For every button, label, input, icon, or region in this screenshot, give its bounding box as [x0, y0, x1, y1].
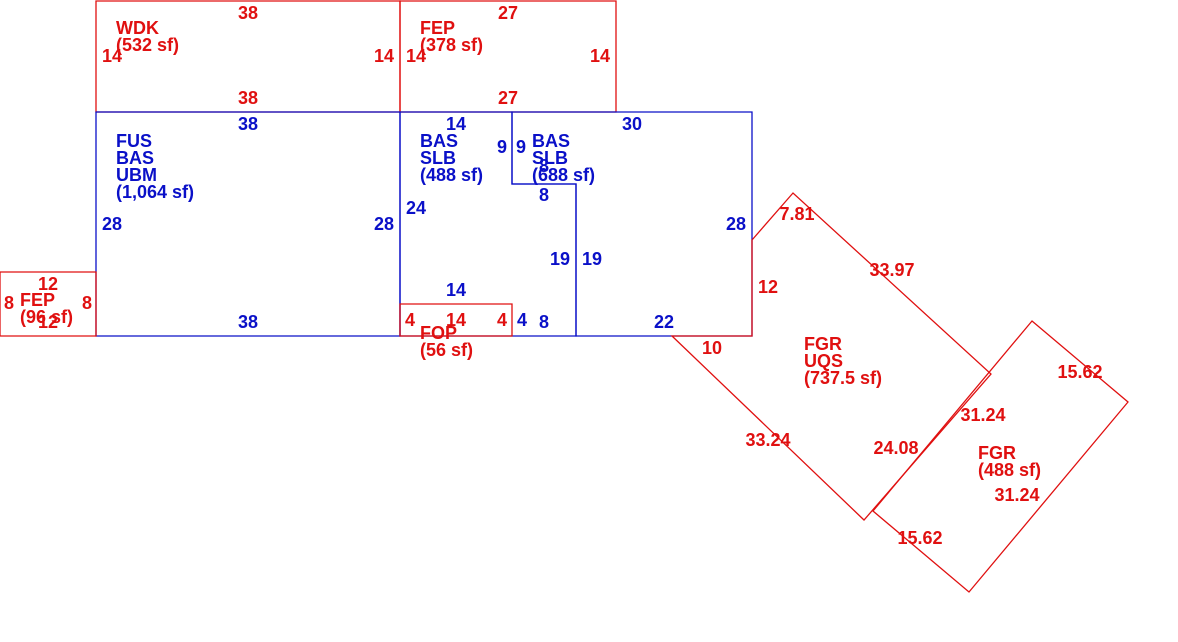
- area-label-line: SLB: [420, 148, 456, 168]
- area-label-line: (378 sf): [420, 35, 483, 55]
- dimension-label: 8: [539, 185, 549, 205]
- area-label-line: BAS: [116, 148, 154, 168]
- dimension-label: 24: [406, 198, 426, 218]
- area-label-line: FEP: [20, 290, 55, 310]
- area-label-fep1: FEP(378 sf): [420, 18, 483, 55]
- area-label-fop: FOP(56 sf): [420, 323, 473, 360]
- dimension-label: 15.62: [897, 528, 942, 548]
- area-label-line: BAS: [532, 131, 570, 151]
- dimension-label: 7.81: [779, 204, 814, 224]
- dimension-label: 38: [238, 114, 258, 134]
- dimension-label: 28: [102, 214, 122, 234]
- dimension-label: 14: [446, 310, 466, 330]
- dimension-label: 38: [238, 312, 258, 332]
- dimension-labels: 38 14 14 38 27 14 14 27 38 28 28 38 14 9 24 14 19 9 30 8 8 28…: [4, 3, 1103, 548]
- dimension-label: 4: [405, 310, 415, 330]
- area-label-line: FEP: [420, 18, 455, 38]
- area-label-line: WDK: [116, 18, 159, 38]
- dimension-label: 12: [758, 277, 778, 297]
- dimension-label: 8: [4, 293, 14, 313]
- dimension-label: 27: [498, 88, 518, 108]
- area-label-wdk: WDK(532 sf): [116, 18, 179, 55]
- dimension-label: 8: [539, 312, 549, 332]
- dimension-label: 15.62: [1057, 362, 1102, 382]
- dimension-label: 9: [516, 137, 526, 157]
- area-label-line: FUS: [116, 131, 152, 151]
- dimension-label: 38: [238, 3, 258, 23]
- fop-outline: [399, 303, 513, 337]
- area-label-line: SLB: [532, 148, 568, 168]
- dimension-label: 33.97: [869, 260, 914, 280]
- dimension-label: 12: [38, 274, 58, 294]
- fgr2-outline: [872, 320, 1129, 593]
- area-label-line: (737.5 sf): [804, 368, 882, 388]
- dimension-label: 33.24: [745, 430, 790, 450]
- dimension-label: 27: [498, 3, 518, 23]
- bas2-outline: [511, 111, 753, 337]
- dimension-label: 8: [539, 156, 549, 176]
- dimension-label: 10: [702, 338, 722, 358]
- area-label-line: (56 sf): [420, 340, 473, 360]
- dimension-label: 31.24: [994, 485, 1039, 505]
- area-label-line: (688 sf): [532, 165, 595, 185]
- dimension-label: 31.24: [960, 405, 1005, 425]
- area-label-line: FGR: [978, 443, 1016, 463]
- area-label-line: BAS: [420, 131, 458, 151]
- area-outlines: [0, 0, 1129, 593]
- area-label-line: (532 sf): [116, 35, 179, 55]
- area-label-line: UQS: [804, 351, 843, 371]
- dimension-label: 12: [38, 312, 58, 332]
- dimension-label: 14: [446, 280, 466, 300]
- fep2-outline: [0, 271, 97, 337]
- area-label-fep2: FEP(96 sf): [20, 290, 73, 327]
- dimension-label: 14: [374, 46, 394, 66]
- dimension-label: 8: [82, 293, 92, 313]
- dimension-label: 14: [446, 114, 466, 134]
- area-label-line: (1,064 sf): [116, 182, 194, 202]
- dimension-label: 4: [497, 310, 507, 330]
- dimension-label: 19: [582, 249, 602, 269]
- area-label-line: FOP: [420, 323, 457, 343]
- dimension-label: 38: [238, 88, 258, 108]
- dimension-label: 9: [497, 137, 507, 157]
- area-label-fgr2: FGR(488 sf): [978, 443, 1041, 480]
- dimension-label: 19: [550, 249, 570, 269]
- area-label-line: FGR: [804, 334, 842, 354]
- dimension-label: 14: [590, 46, 610, 66]
- dimension-label: 30: [622, 114, 642, 134]
- area-label-line: (488 sf): [420, 165, 483, 185]
- dimension-label: 14: [406, 46, 426, 66]
- dimension-label: 24.08: [873, 438, 918, 458]
- area-label-line: (488 sf): [978, 460, 1041, 480]
- dimension-label: 22: [654, 312, 674, 332]
- dimension-label: 28: [726, 214, 746, 234]
- fgr1-outline: [670, 192, 992, 521]
- dimension-label: 4: [517, 310, 527, 330]
- area-label-line: UBM: [116, 165, 157, 185]
- dimension-label: 14: [102, 46, 122, 66]
- dimension-label: 28: [374, 214, 394, 234]
- area-label-line: (96 sf): [20, 307, 73, 327]
